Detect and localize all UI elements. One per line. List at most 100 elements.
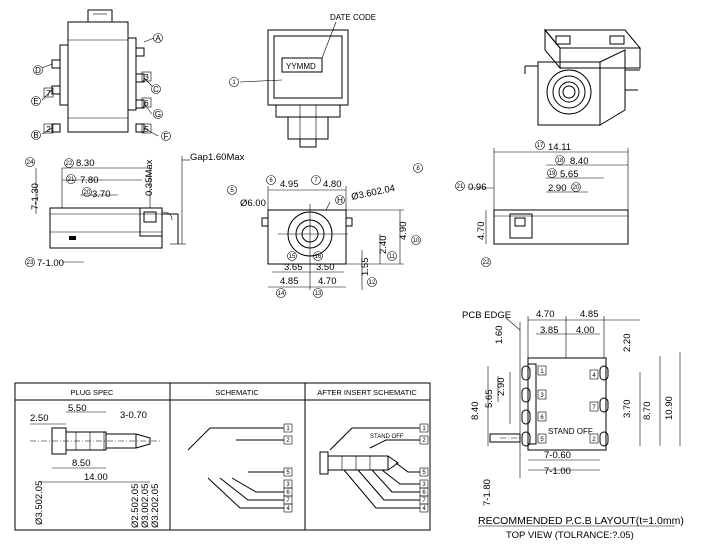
schem-pin-7: 7 xyxy=(286,498,290,504)
after-pin-3: 3 xyxy=(422,482,426,488)
pin-letter-h: H xyxy=(337,196,343,205)
side-view-top: A 3 C 6 G 5 F D 7 E 2 B xyxy=(31,9,171,141)
pcb-pin-2: 2 xyxy=(592,437,596,443)
yymmdd-label: YYMMD xyxy=(286,62,316,71)
dim-0-35-max: 0.35Max xyxy=(144,159,155,196)
callout-22: 22 xyxy=(66,161,73,167)
header-schematic: SCHEMATIC xyxy=(215,388,259,397)
plug-dim-3-50: Ø3.502.05 xyxy=(34,481,45,525)
pcb-pin-3: 3 xyxy=(540,393,544,399)
dim-4-85: 4.85 xyxy=(280,276,299,287)
dim-4-80: 4.80 xyxy=(323,179,342,190)
plug-dim-14-00: 14.00 xyxy=(84,472,108,483)
callout-11: 11 xyxy=(389,254,396,260)
pcb-subtitle: TOP VIEW (TOLRANCE:?.05) xyxy=(506,530,634,541)
dim-7-80: 7.80 xyxy=(80,175,99,186)
pcb-pin-5: 5 xyxy=(540,437,544,443)
side-view-dimensions: 8.30 22 7.80 21 3.70 20 24 7-1.30 7-1.00… xyxy=(25,152,245,269)
dim-8-30: 8.30 xyxy=(76,158,95,169)
pcb-pin-7: 7 xyxy=(592,405,596,411)
plug-dim-8-50: 8.50 xyxy=(72,458,91,469)
pcb-pin-6: 6 xyxy=(540,415,544,421)
plug-dim-3-0-70: 3-0.70 xyxy=(120,410,147,421)
plug-dim-3-00: Ø3.002.05 xyxy=(140,484,151,528)
plug-dim-3-20: Ø3.202.05 xyxy=(150,484,161,528)
dim-5-65: 5.65 xyxy=(560,169,579,180)
dim-dia-6-00: Ø6.00 xyxy=(240,198,266,209)
pcb-dim-2-20: 2.20 xyxy=(622,334,633,353)
schem-pin-5: 5 xyxy=(286,470,290,476)
dim-4-90: 4.90 xyxy=(398,222,409,241)
callout-14: 14 xyxy=(278,291,285,297)
pin-number-7: 7 xyxy=(46,89,51,98)
pin-letter-e: E xyxy=(33,97,38,106)
dim-2-90: 2.90 xyxy=(548,183,567,194)
callout-5: 5 xyxy=(230,188,234,194)
pcb-stand-off: STAND OFF xyxy=(548,427,593,436)
callout-13: 13 xyxy=(315,291,322,297)
pcb-title: RECOMMENDED P.C.B LAYOUT(t=1.0mm) xyxy=(478,515,684,527)
dim-0-96: 0.96 xyxy=(468,182,487,193)
dim-7-1-00: 7-1.00 xyxy=(37,258,64,269)
pcb-dim-10-90: 10.90 xyxy=(664,396,675,420)
callout-15: 15 xyxy=(289,254,296,260)
plug-dim-5-50: 5.50 xyxy=(68,403,87,414)
schem-pin-3: 3 xyxy=(286,482,290,488)
dim-8-40: 8.40 xyxy=(570,156,589,167)
pcb-dim-4-70: 4.70 xyxy=(536,309,555,320)
pcb-dim-4-00: 4.00 xyxy=(576,325,595,336)
callout-24: 24 xyxy=(27,160,34,166)
dim-4-95: 4.95 xyxy=(280,179,299,190)
pcb-dim-2-90: 2.90 xyxy=(496,378,507,397)
pin-letter-b: B xyxy=(33,131,38,140)
callout-8: 8 xyxy=(416,166,420,172)
after-pin-4: 4 xyxy=(422,506,426,512)
plug-dim-2-50: 2.50 xyxy=(30,413,49,424)
schem-pin-2: 2 xyxy=(286,438,290,444)
pin-number-3: 3 xyxy=(144,73,149,82)
callout-21: 21 xyxy=(68,177,75,183)
schem-pin-1: 1 xyxy=(286,426,290,432)
callout-6: 6 xyxy=(269,178,273,184)
pcb-layout: PCB EDGE 1 3 6 5 4 7 2 4.70 xyxy=(462,309,684,541)
dim-3-70: 3.70 xyxy=(92,189,111,200)
callout-1: 1 xyxy=(232,80,236,86)
pin-letter-g: G xyxy=(155,110,161,119)
pcb-dim-3-70: 3.70 xyxy=(622,400,633,419)
pcb-dim-7-1-00: 7-1.00 xyxy=(544,466,571,477)
dim-7-1-30: 7-1.30 xyxy=(30,183,41,210)
pin-letter-d: D xyxy=(35,66,41,75)
after-pin-2: 2 xyxy=(422,438,426,444)
callout-17: 17 xyxy=(537,143,544,149)
pin-letter-f: F xyxy=(164,132,169,141)
schem-pin-6: 6 xyxy=(286,490,290,496)
dim-4-70-right: 4.70 xyxy=(476,222,487,241)
dim-1-55: 1.55 xyxy=(360,258,371,277)
dim-dia-3-60: Ø3.602.04 xyxy=(350,183,396,203)
top-view-date-code: YYMMD DATE CODE 1 xyxy=(229,13,376,148)
pcb-dim-4-85: 4.85 xyxy=(580,309,599,320)
pcb-pin-1: 1 xyxy=(540,369,544,375)
header-after-insert: AFTER INSERT SCHEMATIC xyxy=(317,388,417,397)
callout-23: 23 xyxy=(27,260,34,266)
callout-12: 12 xyxy=(369,280,376,286)
callout-7: 7 xyxy=(314,178,318,184)
dim-2-40: 2.40 xyxy=(378,236,389,255)
after-pin-5: 5 xyxy=(422,470,426,476)
after-pin-1: 1 xyxy=(422,426,426,432)
pcb-edge-label: PCB EDGE xyxy=(462,310,511,321)
pin-letter-c: C xyxy=(153,85,159,94)
callout-19: 19 xyxy=(549,171,556,177)
gap-label: Gap1.60Max xyxy=(190,152,245,163)
pcb-dim-3-85: 3.85 xyxy=(540,325,559,336)
callout-20: 20 xyxy=(84,190,91,196)
pcb-dim-8-40: 8.40 xyxy=(470,402,481,421)
pcb-dim-1-60: 1.60 xyxy=(494,326,505,345)
spec-table: PLUG SPEC SCHEMATIC AFTER INSERT SCHEMAT… xyxy=(14,382,431,531)
right-side-view: 14.11 17 8.40 18 5.65 19 2.90 20 0.96 21… xyxy=(455,140,629,267)
callout-10: 10 xyxy=(413,238,420,244)
callout-20b: 20 xyxy=(573,185,580,191)
pcb-dim-5-65: 5.65 xyxy=(484,390,495,409)
after-pin-6: 6 xyxy=(422,490,426,496)
